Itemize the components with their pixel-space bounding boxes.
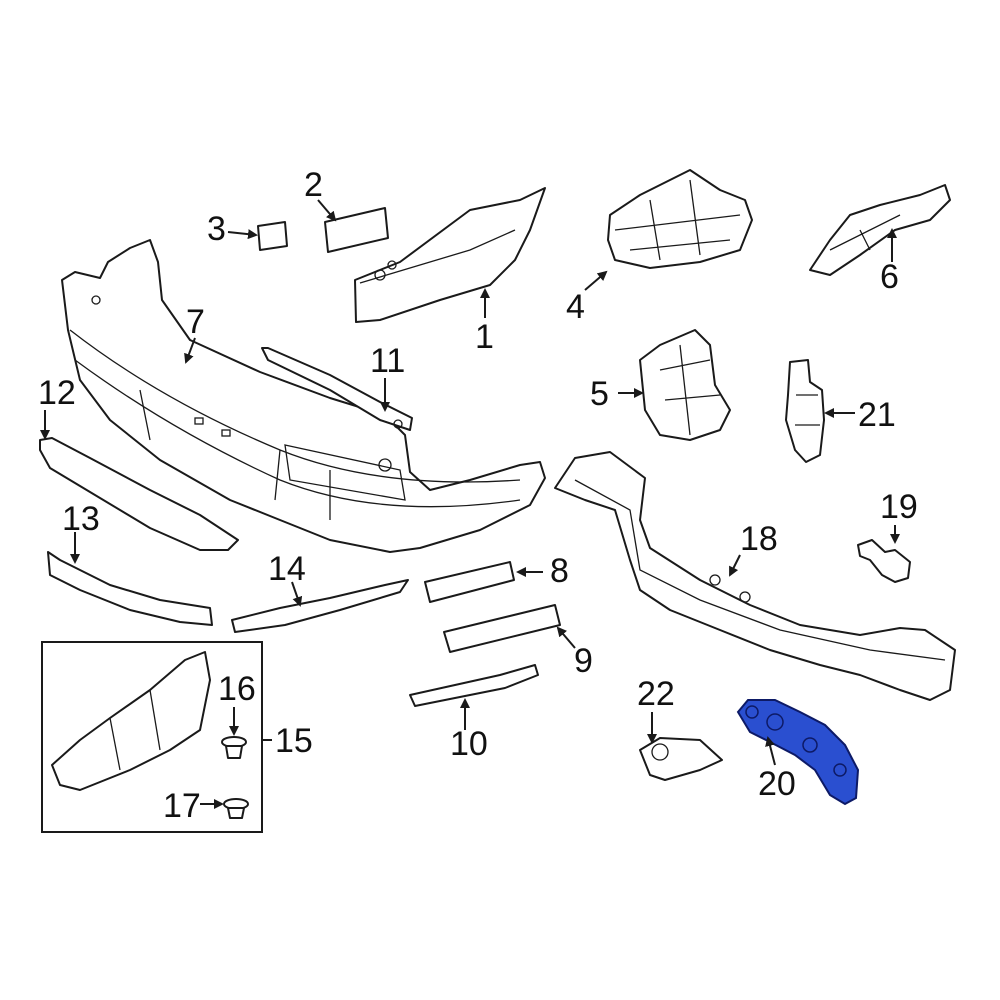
- part-12-grille-strip[interactable]: [39, 437, 239, 551]
- part-14-molding[interactable]: [231, 579, 409, 633]
- callout-2: 2: [304, 166, 323, 204]
- part-6-bracket[interactable]: [809, 184, 951, 276]
- part-19-bolt[interactable]: [857, 539, 911, 583]
- part-21-bracket[interactable]: [785, 359, 825, 463]
- callout-14: 14: [268, 550, 306, 588]
- callout-9: 9: [574, 642, 593, 680]
- part-4-bracket[interactable]: [607, 169, 753, 269]
- part-11-strip[interactable]: [261, 347, 413, 431]
- leader-lines: [40, 199, 900, 809]
- inset-box-15: [41, 641, 263, 833]
- part-20-bracket-highlighted[interactable]: [736, 699, 860, 806]
- part-16-clip[interactable]: [221, 736, 247, 759]
- callout-labels: 1 2 3 4 5 6 7 8 9 10 11 12 13 14 15 16 1…: [38, 166, 918, 825]
- callout-17: 17: [163, 787, 201, 825]
- callout-5: 5: [590, 375, 609, 413]
- callout-4: 4: [566, 288, 585, 326]
- callout-12: 12: [38, 374, 76, 412]
- callout-8: 8: [550, 552, 569, 590]
- part-17-clip[interactable]: [223, 798, 249, 819]
- callout-16: 16: [218, 670, 256, 708]
- part-10-strip[interactable]: [409, 664, 539, 707]
- callout-10: 10: [450, 725, 488, 763]
- callout-22: 22: [637, 675, 675, 713]
- callout-13: 13: [62, 500, 100, 538]
- callout-15: 15: [275, 722, 313, 760]
- part-9-absorber[interactable]: [443, 604, 561, 653]
- part-8-absorber[interactable]: [424, 561, 515, 603]
- part-15-guide[interactable]: [51, 651, 211, 791]
- callout-21: 21: [858, 396, 896, 434]
- callout-7: 7: [186, 303, 205, 341]
- callout-6: 6: [880, 258, 899, 296]
- part-22-bracket[interactable]: [639, 737, 723, 781]
- part-5-bracket[interactable]: [639, 329, 731, 441]
- part-2-pad[interactable]: [324, 207, 389, 253]
- callout-18: 18: [740, 520, 778, 558]
- callout-1: 1: [475, 318, 494, 356]
- callout-11: 11: [370, 342, 405, 380]
- part-7-bumper-cover[interactable]: [61, 239, 546, 553]
- part-1-bracket[interactable]: [354, 187, 546, 323]
- part-3-pad[interactable]: [257, 221, 288, 251]
- callout-20: 20: [758, 765, 796, 803]
- callout-19: 19: [880, 488, 918, 526]
- callout-3: 3: [207, 210, 226, 248]
- part-13-molding[interactable]: [47, 551, 213, 626]
- part-18-reinforcement[interactable]: [554, 451, 956, 701]
